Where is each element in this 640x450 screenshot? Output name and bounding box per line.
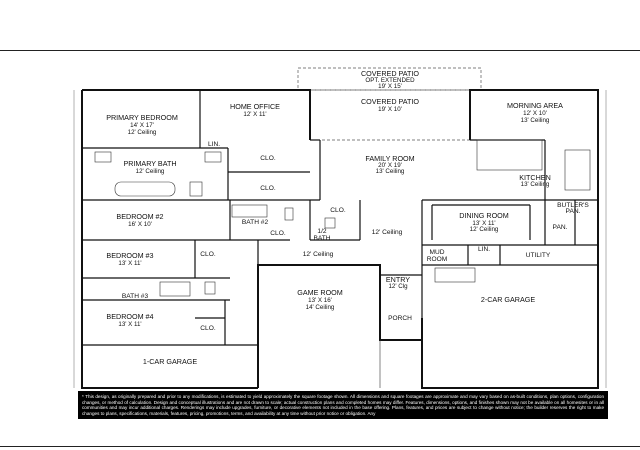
top-rule xyxy=(0,50,640,51)
room-label-morning-area: MORNING AREA 12' X 10' 13' Ceiling xyxy=(507,101,563,124)
svg-text:12' Ceiling: 12' Ceiling xyxy=(470,226,499,233)
pantry-label: PAN. xyxy=(553,224,568,231)
room-label-primary-bedroom: PRIMARY BEDROOM 14' X 17' 12' Ceiling xyxy=(106,113,178,136)
svg-text:BEDROOM #2: BEDROOM #2 xyxy=(116,212,163,221)
svg-text:GAME ROOM: GAME ROOM xyxy=(297,288,343,297)
mud-room-label: MUD xyxy=(429,249,444,256)
svg-text:12' Ceiling: 12' Ceiling xyxy=(136,168,165,175)
svg-text:PRIMARY BATH: PRIMARY BATH xyxy=(123,159,176,168)
svg-text:DINING ROOM: DINING ROOM xyxy=(459,211,509,220)
svg-text:14' Ceiling: 14' Ceiling xyxy=(306,304,335,311)
svg-text:16' X 10': 16' X 10' xyxy=(128,221,152,228)
svg-text:12' Ceiling: 12' Ceiling xyxy=(128,129,157,136)
closet-label: CLO. xyxy=(260,185,276,192)
svg-text:13' X 11': 13' X 11' xyxy=(118,260,141,267)
linen-label: LIN. xyxy=(208,141,220,148)
room-label-bedroom-2: BEDROOM #2 16' X 10' xyxy=(116,212,163,228)
room-label-covered-patio-ext: COVERED PATIO OPT. EXTENDED 19' X 15' xyxy=(361,69,419,90)
closet-label: CLO. xyxy=(260,155,276,162)
room-label-covered-patio: COVERED PATIO 19' X 10' xyxy=(361,97,419,113)
butlers-pantry-label: PAN. xyxy=(566,208,581,215)
svg-text:13' Ceiling: 13' Ceiling xyxy=(521,181,550,188)
room-label-family-room: FAMILY ROOM 20' X 19' 13' Ceiling xyxy=(365,154,414,175)
svg-text:14' X 17': 14' X 17' xyxy=(130,122,154,129)
svg-text:PRIMARY BEDROOM: PRIMARY BEDROOM xyxy=(106,113,178,122)
room-label-entry: ENTRY 12' Clg xyxy=(386,275,410,290)
svg-text:KITCHEN: KITCHEN xyxy=(519,173,551,182)
room-label-primary-bath: PRIMARY BATH 12' Ceiling xyxy=(123,159,176,175)
svg-text:19' X 10': 19' X 10' xyxy=(378,106,402,113)
exterior-walls xyxy=(81,89,599,389)
utility-label: UTILITY xyxy=(526,252,551,259)
svg-text:1-CAR GARAGE: 1-CAR GARAGE xyxy=(143,357,198,366)
svg-text:19' X 15': 19' X 15' xyxy=(378,83,402,90)
svg-text:COVERED PATIO: COVERED PATIO xyxy=(361,97,419,106)
closet-label: CLO. xyxy=(200,251,216,258)
svg-text:MORNING AREA: MORNING AREA xyxy=(507,101,563,110)
svg-text:12' X 11': 12' X 11' xyxy=(243,111,266,118)
room-label-kitchen: KITCHEN 13' Ceiling xyxy=(519,173,551,188)
svg-text:2-CAR GARAGE: 2-CAR GARAGE xyxy=(481,295,536,304)
room-label-game-room: GAME ROOM 13' X 16' 14' Ceiling xyxy=(297,288,343,311)
svg-text:13' X 16': 13' X 16' xyxy=(308,297,332,304)
svg-text:HOME OFFICE: HOME OFFICE xyxy=(230,102,280,111)
closet-label: CLO. xyxy=(270,230,286,237)
fixtures xyxy=(94,139,591,388)
dimension-marks xyxy=(73,90,607,388)
svg-text:OPT. EXTENDED: OPT. EXTENDED xyxy=(365,77,415,84)
svg-text:ENTRY: ENTRY xyxy=(386,275,410,284)
butlers-pantry-label: BUTLER'S xyxy=(557,202,589,209)
svg-text:12' X 10': 12' X 10' xyxy=(523,110,547,117)
closet-label: CLO. xyxy=(330,207,346,214)
half-bath-label: 1/2 xyxy=(317,228,326,235)
half-bath-label: BATH xyxy=(313,235,330,242)
room-label-home-office: HOME OFFICE 12' X 11' xyxy=(230,102,280,118)
svg-text:13' X 11': 13' X 11' xyxy=(118,321,141,328)
disclaimer-text: * This design, as originally prepared an… xyxy=(78,391,608,419)
svg-text:BEDROOM #4: BEDROOM #4 xyxy=(106,312,153,321)
bath-2-label: BATH #2 xyxy=(242,219,269,226)
svg-text:13' Ceiling: 13' Ceiling xyxy=(521,117,550,124)
room-label-dining-room: DINING ROOM 13' X 11' 12' Ceiling xyxy=(459,211,509,233)
svg-text:20' X 19': 20' X 19' xyxy=(378,162,402,169)
svg-text:13' Ceiling: 13' Ceiling xyxy=(376,168,405,175)
closet-label: CLO. xyxy=(200,325,216,332)
hall-ceiling-label: 12' Ceiling xyxy=(372,229,403,236)
mud-room-label: ROOM xyxy=(427,256,448,263)
linen-label: LIN. xyxy=(478,246,490,253)
room-label-1-car-garage: 1-CAR GARAGE xyxy=(143,357,198,366)
game-ceiling-label: 12' Ceiling xyxy=(303,251,334,258)
extended-patio-outline xyxy=(297,67,482,91)
svg-text:12' Clg: 12' Clg xyxy=(388,283,408,290)
svg-text:FAMILY ROOM: FAMILY ROOM xyxy=(365,154,414,163)
room-label-2-car-garage: 2-CAR GARAGE xyxy=(481,295,536,304)
bottom-rule xyxy=(0,446,640,447)
svg-text:COVERED PATIO: COVERED PATIO xyxy=(361,69,419,78)
svg-text:BEDROOM #3: BEDROOM #3 xyxy=(106,251,153,260)
porch-label: PORCH xyxy=(388,315,412,322)
interior-walls xyxy=(82,90,598,346)
bath-3-label: BATH #3 xyxy=(122,293,149,300)
svg-text:13' X 11': 13' X 11' xyxy=(472,220,495,227)
room-label-bedroom-4: BEDROOM #4 13' X 11' xyxy=(106,312,153,328)
room-label-bedroom-3: BEDROOM #3 13' X 11' xyxy=(106,251,153,267)
